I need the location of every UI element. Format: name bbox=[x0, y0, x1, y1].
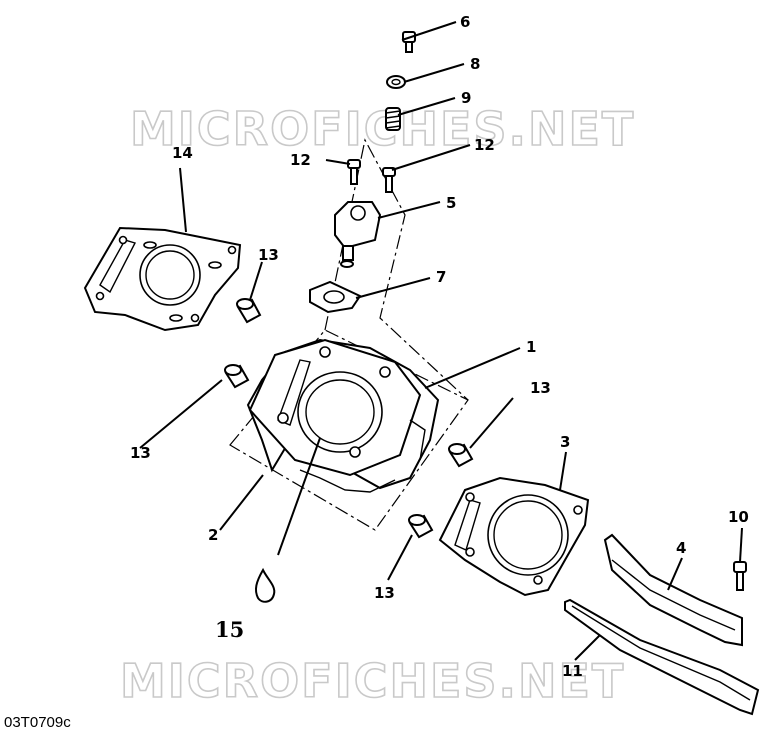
callout-15: 15 bbox=[215, 617, 244, 642]
part-13-dowel-left[interactable] bbox=[224, 364, 250, 389]
callout-6: 6 bbox=[460, 13, 470, 31]
part-14-head-gasket[interactable] bbox=[83, 226, 242, 332]
diagram-code: 03T0709c bbox=[4, 714, 71, 731]
callout-11: 11 bbox=[562, 662, 583, 680]
callout-13-left: 13 bbox=[130, 444, 151, 462]
part-9-spring[interactable] bbox=[385, 107, 401, 131]
callout-12-left: 12 bbox=[290, 151, 311, 169]
part-13-dowel-right[interactable] bbox=[448, 443, 474, 468]
callout-2: 2 bbox=[208, 526, 218, 544]
callout-14: 14 bbox=[172, 144, 193, 162]
callout-12-right: 12 bbox=[474, 136, 495, 154]
callout-5: 5 bbox=[446, 194, 456, 212]
part-4-chain-guide[interactable] bbox=[603, 533, 743, 647]
callout-13-lower: 13 bbox=[374, 584, 395, 602]
part-6-bolt[interactable] bbox=[402, 31, 416, 53]
callout-10: 10 bbox=[728, 508, 749, 526]
part-12-screw-left[interactable] bbox=[347, 159, 361, 185]
part-13-dowel-upper[interactable] bbox=[236, 298, 262, 324]
part-5-tensioner[interactable] bbox=[334, 201, 382, 268]
callout-3: 3 bbox=[560, 433, 570, 451]
callout-13-upper: 13 bbox=[258, 246, 279, 264]
callout-7: 7 bbox=[436, 268, 446, 286]
callout-8: 8 bbox=[470, 55, 480, 73]
part-11-chain-guide[interactable] bbox=[564, 598, 760, 716]
callout-4: 4 bbox=[676, 539, 686, 557]
part-10-bolt[interactable] bbox=[733, 561, 747, 591]
callout-9: 9 bbox=[461, 89, 471, 107]
part-7-gasket[interactable] bbox=[309, 280, 362, 314]
callout-1: 1 bbox=[526, 338, 536, 356]
leader-lines bbox=[139, 21, 743, 661]
liquid-drop-icon bbox=[254, 567, 276, 603]
watermark-top: MICROFICHES.NET bbox=[130, 102, 635, 156]
part-3-base-gasket[interactable] bbox=[438, 476, 590, 597]
part-12-screw-right[interactable] bbox=[382, 167, 396, 193]
callout-13-right: 13 bbox=[530, 379, 551, 397]
part-1-cylinder-block[interactable] bbox=[246, 338, 440, 493]
watermark-bottom: MICROFICHES.NET bbox=[120, 654, 625, 708]
part-8-washer[interactable] bbox=[386, 75, 406, 89]
part-13-dowel-lower[interactable] bbox=[408, 514, 434, 539]
